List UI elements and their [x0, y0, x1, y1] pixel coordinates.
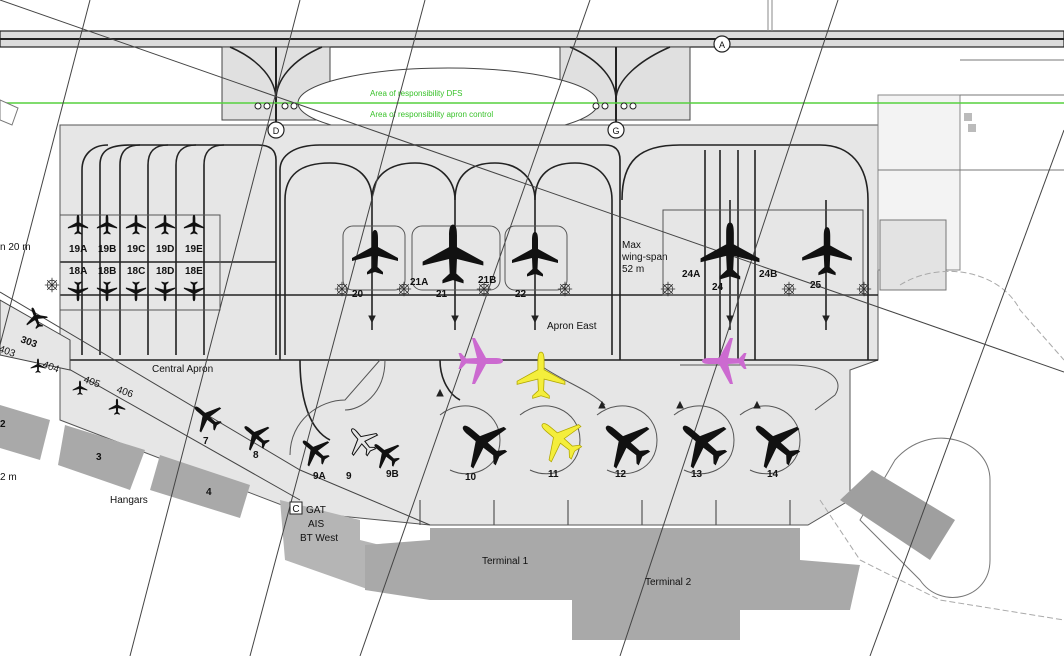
- svg-text:22: 22: [515, 289, 527, 300]
- terminal-1-label: Terminal 1: [482, 556, 529, 567]
- svg-text:18D: 18D: [156, 266, 174, 277]
- hangar-4: [150, 455, 250, 518]
- stand-outlines: [59, 209, 864, 475]
- svg-text:24: 24: [712, 282, 724, 293]
- svg-text:10: 10: [465, 472, 477, 483]
- svg-text:12: 12: [615, 469, 627, 480]
- taxiway-marker-icon: [267, 121, 285, 139]
- svg-text:20: 20: [352, 289, 364, 300]
- svg-text:14: 14: [767, 469, 779, 480]
- jet-bridges: [419, 500, 791, 525]
- svg-text:19B: 19B: [98, 244, 116, 255]
- svg-text:19A: 19A: [69, 244, 87, 255]
- svg-text:403: 403: [0, 344, 17, 360]
- dfs-label: Area of responsibility DFS: [370, 89, 462, 98]
- ga-stand-labels: 19A 19B 19C 19D 19E 18A 18B 18C 18D 18E: [69, 244, 203, 277]
- gat-building: [280, 500, 380, 590]
- hangar-2: [0, 405, 50, 460]
- taxiway-marker-g: G: [607, 121, 625, 139]
- svg-text:18B: 18B: [98, 266, 116, 277]
- svg-text:19E: 19E: [185, 244, 203, 255]
- apron-east-label: Apron East: [547, 321, 597, 332]
- apron-control-label: Area of responsibility apron control: [370, 110, 493, 119]
- svg-text:21: 21: [436, 289, 448, 300]
- taxiway-marker-icon: [607, 121, 625, 139]
- edge-label-2m: 2 m: [0, 472, 17, 483]
- buildings: [0, 405, 860, 640]
- svg-text:21A: 21A: [410, 277, 428, 288]
- svg-text:Max: Max: [622, 240, 641, 251]
- svg-text:25: 25: [810, 280, 822, 291]
- svg-text:9B: 9B: [386, 469, 399, 480]
- taxiway-marker-d: D: [267, 121, 285, 139]
- edge-label-20m: n 20 m: [0, 242, 31, 253]
- svg-text:9A: 9A: [313, 471, 326, 482]
- gat-ais-label: C GAT AIS BT West: [289, 501, 338, 544]
- svg-text:C: C: [292, 504, 299, 515]
- svg-text:9: 9: [346, 471, 352, 482]
- svg-text:52 m: 52 m: [622, 264, 644, 275]
- taxiway-marker-a: A: [713, 35, 731, 53]
- svg-text:G: G: [612, 126, 619, 136]
- svg-text:24A: 24A: [682, 269, 700, 280]
- hangar-number: 4: [206, 487, 212, 498]
- apron-stand-labels: 7 8 9A 9 9B 10 11 12 13 14: [203, 436, 779, 483]
- svg-text:7: 7: [203, 436, 209, 447]
- central-apron-label: Central Apron: [152, 364, 213, 375]
- svg-text:8: 8: [253, 450, 259, 461]
- hangar-number: 2: [0, 419, 6, 430]
- svg-text:24B: 24B: [759, 269, 777, 280]
- terminal-2-building: [572, 528, 860, 640]
- east-stand-labels: 20 21A 21 21B 22 24A 24 24B 25: [352, 269, 822, 300]
- direction-arrows: [368, 315, 830, 409]
- svg-text:wing-span: wing-span: [621, 252, 668, 263]
- svg-text:AIS: AIS: [308, 519, 324, 530]
- taxiway-marker-icon: [713, 35, 731, 53]
- svg-text:GAT: GAT: [306, 505, 326, 516]
- terminal-1-building: [365, 528, 580, 600]
- svg-text:19D: 19D: [156, 244, 174, 255]
- svg-text:18C: 18C: [127, 266, 145, 277]
- hangar-3: [58, 425, 145, 490]
- svg-text:A: A: [719, 40, 725, 50]
- hangars-label: Hangars: [110, 495, 148, 506]
- max-wingspan-label: Max wing-span 52 m: [621, 240, 668, 275]
- building-east: [840, 470, 955, 560]
- svg-text:D: D: [273, 126, 280, 136]
- svg-text:19C: 19C: [127, 244, 145, 255]
- svg-text:BT West: BT West: [300, 533, 338, 544]
- terminal-2-label: Terminal 2: [645, 577, 692, 588]
- hangar-number: 3: [96, 452, 102, 463]
- svg-text:11: 11: [548, 469, 559, 480]
- svg-text:21B: 21B: [478, 275, 496, 286]
- hold-position-icon: [44, 277, 60, 293]
- svg-text:13: 13: [691, 469, 703, 480]
- svg-text:18A: 18A: [69, 266, 87, 277]
- svg-text:18E: 18E: [185, 266, 203, 277]
